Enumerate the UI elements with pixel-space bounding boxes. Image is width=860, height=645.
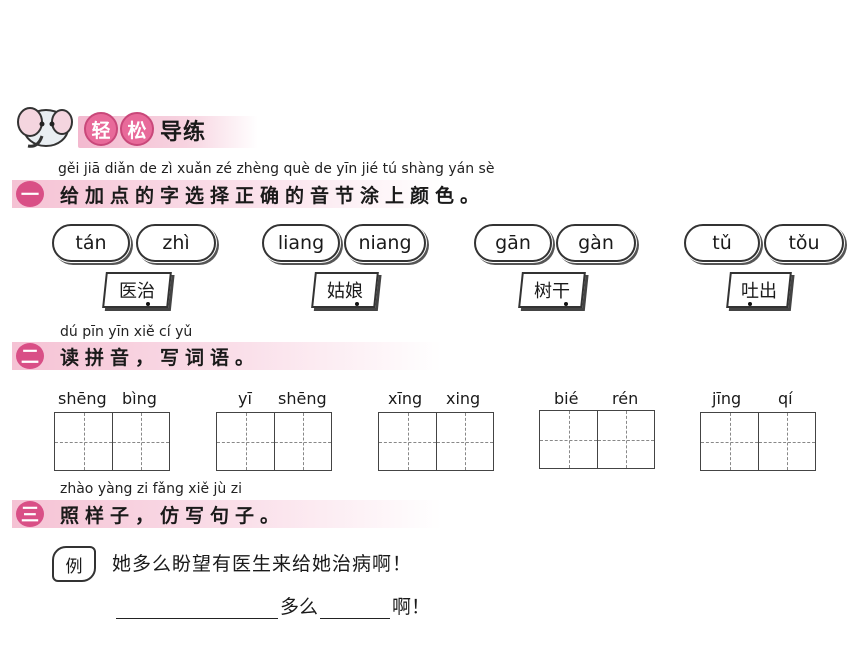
- writing-grid[interactable]: [539, 410, 655, 469]
- pinyin-option[interactable]: tǔ: [684, 224, 760, 262]
- section1-bar: [12, 180, 442, 208]
- section2-bar: [12, 342, 442, 370]
- word-card: 姑娘: [311, 272, 379, 308]
- grid-cell[interactable]: [379, 413, 436, 470]
- emphasis-dot: [564, 302, 568, 306]
- grid-label: xīng: [388, 389, 423, 408]
- grid-cell[interactable]: [540, 411, 597, 468]
- word-card: 医治: [102, 272, 172, 308]
- header-badge-1: 轻: [84, 112, 118, 146]
- grid-cell[interactable]: [597, 411, 654, 468]
- fill-word-1: 多么: [280, 596, 319, 618]
- grid-label: jīng: [712, 389, 742, 408]
- grid-label: shēng: [278, 389, 327, 408]
- emphasis-dot: [355, 302, 359, 306]
- pinyin-option[interactable]: zhì: [136, 224, 216, 262]
- section3-bar: [12, 500, 442, 528]
- section2-number: 二: [16, 343, 44, 369]
- section2-pinyin: dú pīn yīn xiě cí yǔ: [60, 324, 193, 340]
- pinyin-option[interactable]: liang: [262, 224, 340, 262]
- grid-label: yī: [238, 389, 252, 408]
- pinyin-option[interactable]: tán: [52, 224, 130, 262]
- section1-pinyin: gěi jiā diǎn de zì xuǎn zé zhèng què de …: [58, 161, 495, 177]
- grid-label: shēng: [58, 389, 107, 408]
- grid-cell[interactable]: [274, 413, 331, 470]
- grid-cell[interactable]: [112, 413, 169, 470]
- grid-cell[interactable]: [701, 413, 758, 470]
- section1-title: 给加点的字选择正确的音节涂上颜色。: [60, 185, 486, 207]
- page-title: 导练: [160, 120, 207, 145]
- word-card: 树干: [518, 272, 586, 308]
- writing-grid[interactable]: [378, 412, 494, 471]
- grid-label: rén: [612, 389, 639, 408]
- section3-title: 照样子，仿写句子。: [60, 505, 286, 527]
- header-badge-2: 松: [120, 112, 154, 146]
- answer-blank[interactable]: [116, 596, 278, 619]
- pinyin-option[interactable]: niang: [344, 224, 426, 262]
- section3-pinyin: zhào yàng zi fǎng xiě jù zi: [60, 481, 242, 497]
- section3-number: 三: [16, 501, 44, 527]
- grid-label: bié: [554, 389, 579, 408]
- writing-grid[interactable]: [700, 412, 816, 471]
- fill-in-sentence: 多么 啊！: [116, 592, 430, 619]
- writing-grid[interactable]: [54, 412, 170, 471]
- word-card-char: 姑娘: [327, 281, 363, 302]
- grid-cell[interactable]: [436, 413, 493, 470]
- emphasis-dot: [146, 302, 150, 306]
- grid-label: qí: [778, 389, 793, 408]
- answer-blank[interactable]: [320, 596, 391, 619]
- grid-label: xing: [446, 389, 481, 408]
- section1-number: 一: [16, 181, 44, 207]
- writing-grid[interactable]: [216, 412, 332, 471]
- section2-title: 读拼音，写词语。: [60, 347, 261, 369]
- word-card-char: 树干: [534, 281, 570, 302]
- grid-cell[interactable]: [217, 413, 274, 470]
- grid-label: bìng: [122, 389, 157, 408]
- grid-cell[interactable]: [55, 413, 112, 470]
- example-sentence: 她多么盼望有医生来给她治病啊！: [112, 553, 413, 575]
- example-badge: 例: [52, 546, 96, 582]
- fill-word-2: 啊！: [392, 596, 431, 618]
- word-card: 吐出: [726, 272, 792, 308]
- elephant-mascot-icon: [17, 107, 73, 148]
- word-card-char: 吐出: [741, 281, 777, 302]
- pinyin-option[interactable]: tǒu: [764, 224, 844, 262]
- pinyin-option[interactable]: gàn: [556, 224, 636, 262]
- grid-cell[interactable]: [758, 413, 815, 470]
- pinyin-option[interactable]: gān: [474, 224, 552, 262]
- emphasis-dot: [748, 302, 752, 306]
- word-card-char: 医治: [119, 281, 155, 302]
